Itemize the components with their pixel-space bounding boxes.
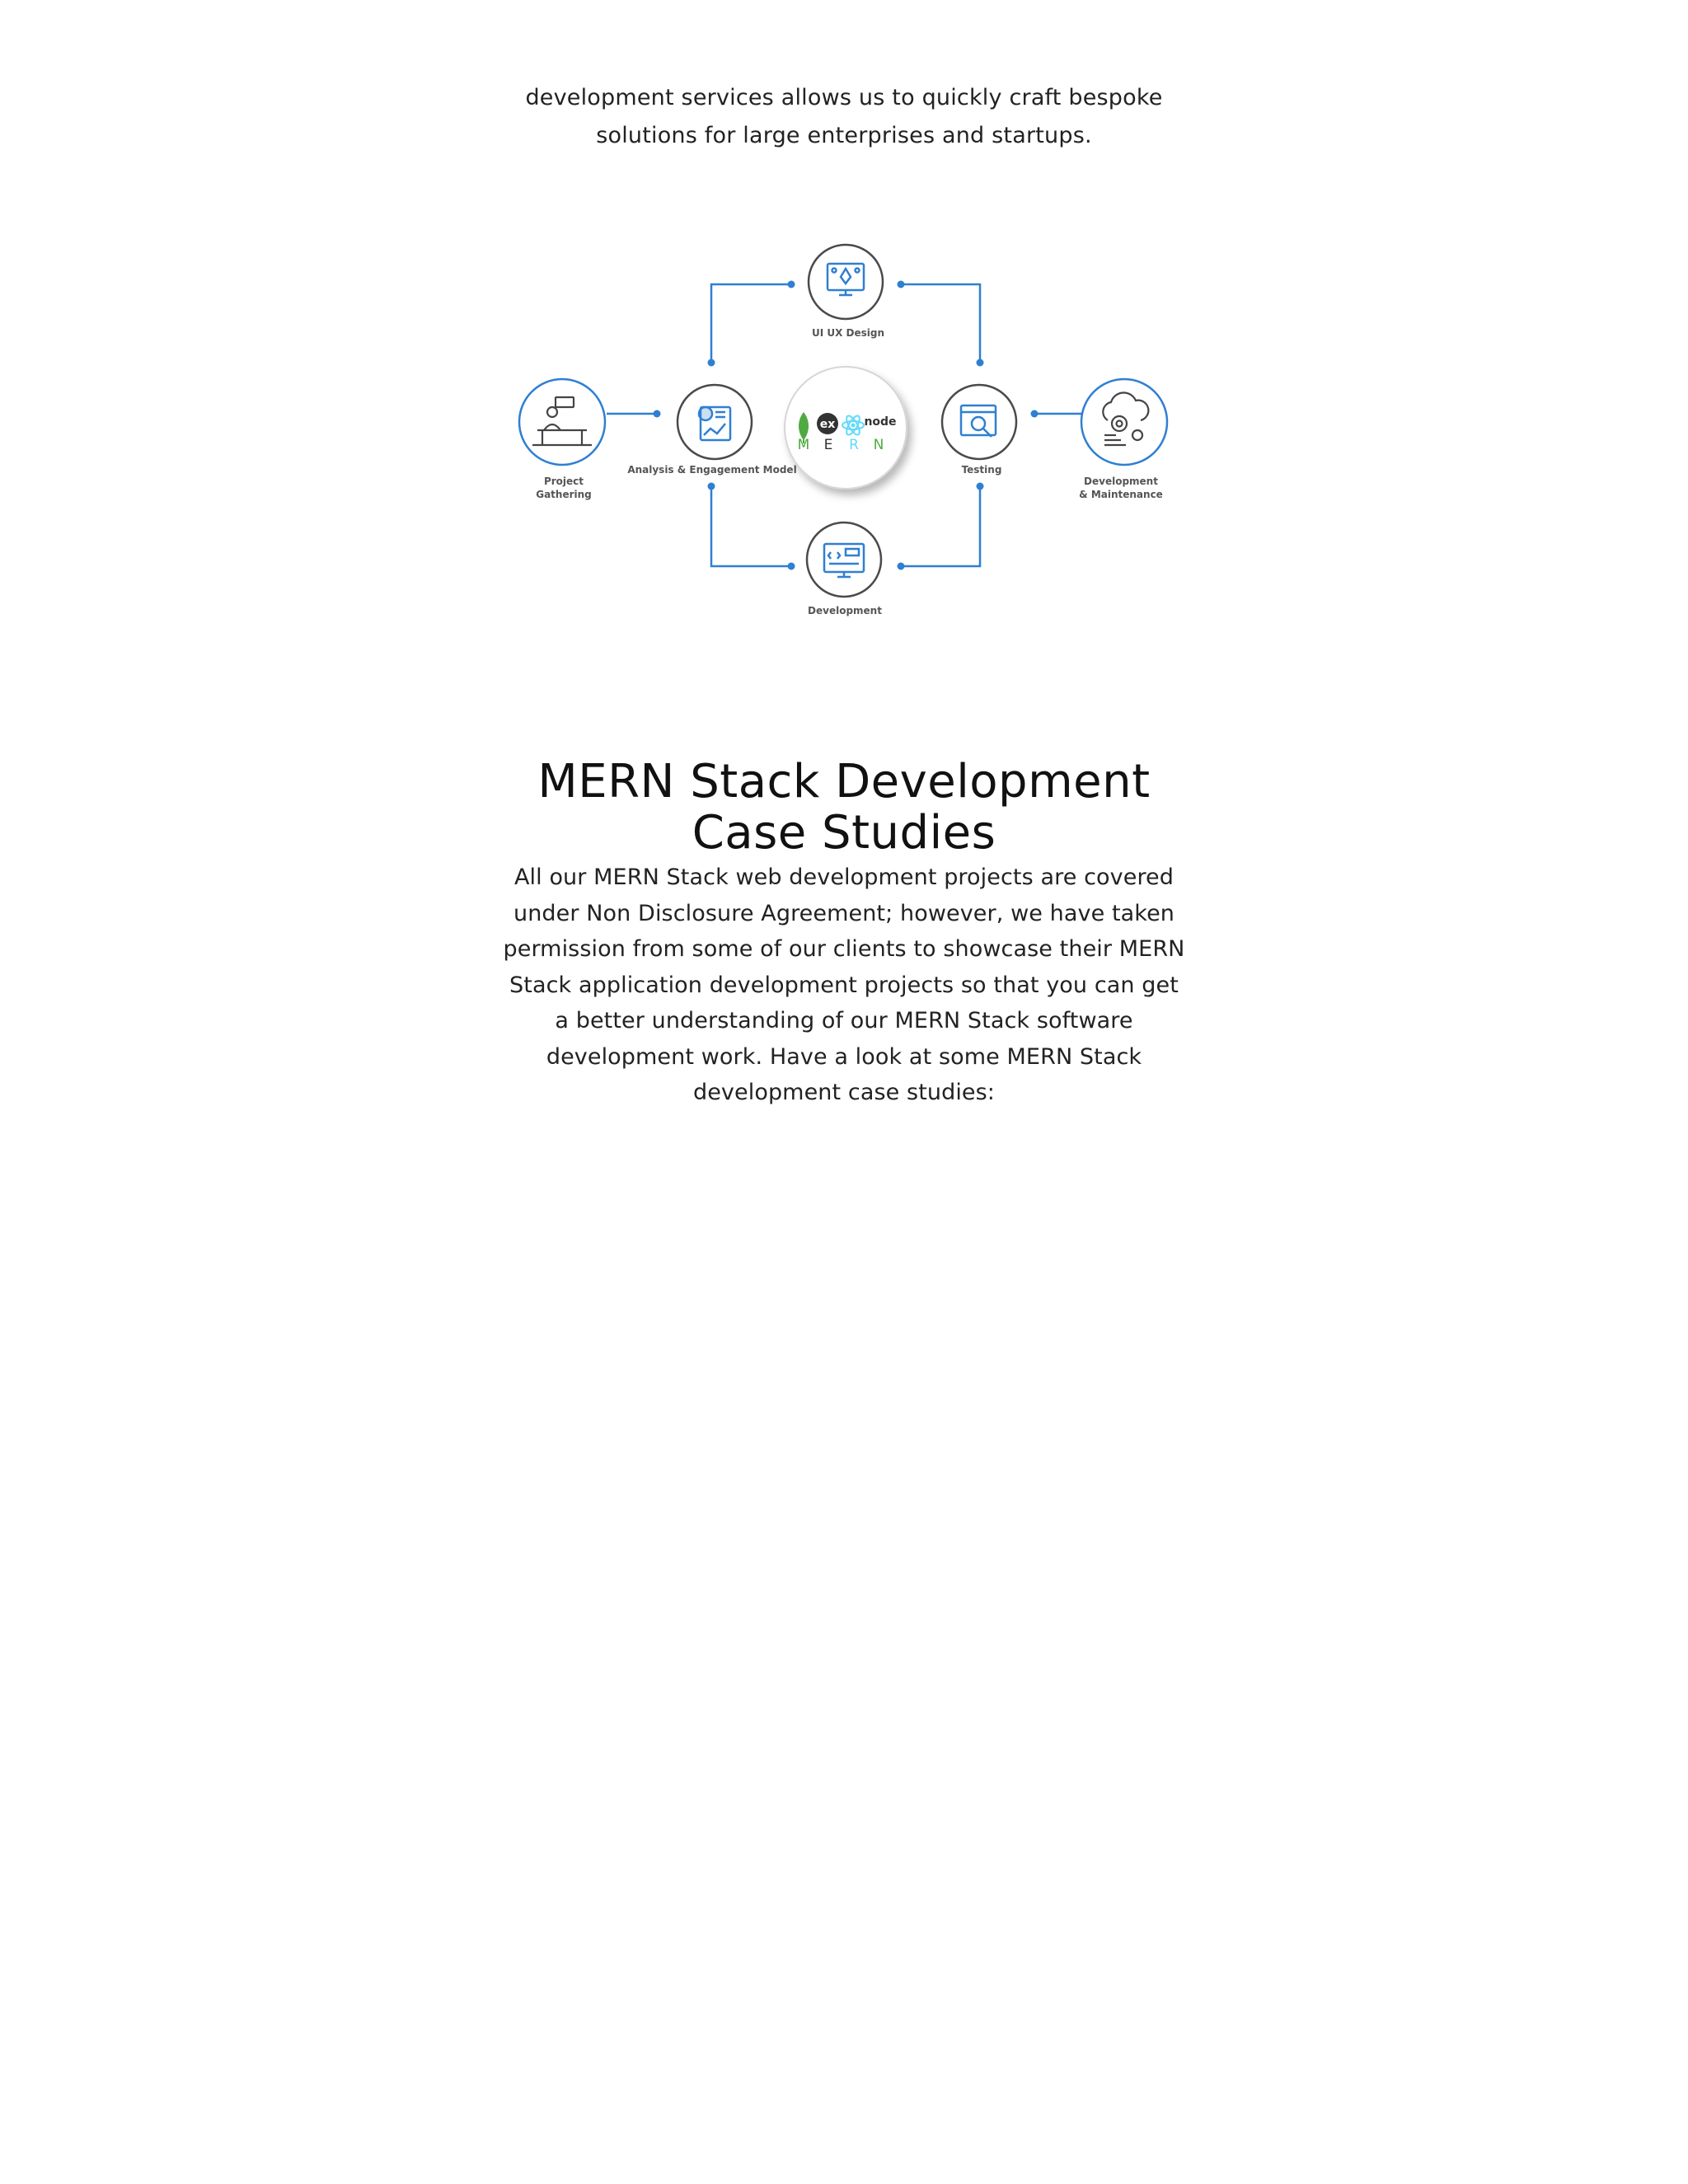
stage-project-gathering: Project Gathering bbox=[518, 377, 607, 500]
mern-process-diagram: UI UX Design Analysis & Engagement Model… bbox=[518, 243, 1169, 616]
mongodb-leaf-icon bbox=[799, 412, 809, 440]
maintenance-label-line1: Development bbox=[1084, 476, 1158, 487]
ui-ux-label: UI UX Design bbox=[812, 327, 884, 339]
letter-n: N bbox=[874, 437, 884, 453]
gathering-label-line2: Gathering bbox=[536, 489, 592, 500]
maintenance-label-line2: & Maintenance bbox=[1079, 489, 1163, 500]
testing-label: Testing bbox=[962, 464, 1002, 476]
node-logo-icon: node bbox=[864, 415, 896, 429]
express-ex-icon: ex bbox=[817, 413, 838, 434]
design-monitor-icon bbox=[826, 262, 865, 297]
code-monitor-icon bbox=[823, 542, 865, 579]
stage-development-maintenance: Development & Maintenance bbox=[1079, 377, 1169, 500]
connector-dots bbox=[653, 280, 1039, 570]
connector-analysis-development bbox=[710, 486, 791, 568]
cloud-gear-icon bbox=[1102, 391, 1150, 447]
stage-development: Development bbox=[805, 521, 883, 616]
connector-uiux-testing bbox=[901, 283, 982, 363]
intro-text: development services allows us to quickl… bbox=[0, 79, 1688, 155]
case-studies-description: All our MERN Stack web development proje… bbox=[503, 865, 1185, 1105]
mern-center-badge: ex node M E R N bbox=[784, 366, 907, 490]
letter-e: E bbox=[824, 437, 833, 453]
stage-testing: Testing bbox=[940, 383, 1018, 476]
document-chart-icon bbox=[697, 405, 732, 442]
letter-r: R bbox=[849, 437, 859, 453]
browser-search-icon bbox=[959, 404, 997, 438]
connector-lines bbox=[607, 283, 1085, 568]
gathering-label-line1: Project bbox=[544, 476, 584, 487]
stage-ui-ux-design: UI UX Design bbox=[807, 243, 884, 339]
stage-analysis-engagement: Analysis & Engagement Model bbox=[627, 383, 797, 476]
intro-line-1: development services allows us to quickl… bbox=[525, 85, 1163, 110]
intro-line-2: solutions for large enterprises and star… bbox=[596, 123, 1092, 148]
person-at-desk-icon bbox=[532, 396, 592, 447]
connector-development-testing bbox=[901, 486, 982, 568]
letter-m: M bbox=[798, 437, 810, 453]
connector-analysis-uiux bbox=[710, 283, 791, 363]
development-label: Development bbox=[808, 605, 882, 616]
analysis-label: Analysis & Engagement Model bbox=[627, 464, 796, 476]
case-studies-title: MERN Stack Development Case Studies bbox=[537, 755, 1151, 860]
express-ex-label: ex bbox=[820, 418, 836, 431]
react-atom-icon bbox=[842, 415, 865, 436]
